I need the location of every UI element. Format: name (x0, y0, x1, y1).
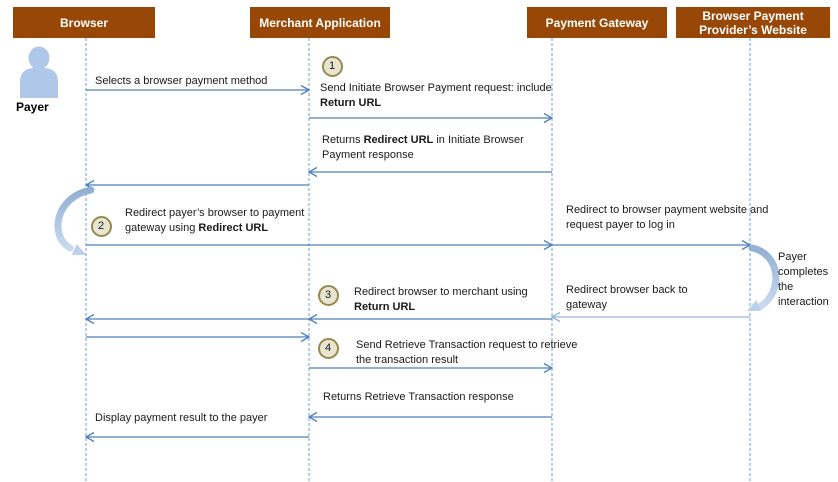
message-arrow-initiate-request (309, 112, 554, 124)
step-number: 2 (97, 220, 105, 232)
arrowhead-icon (307, 166, 318, 178)
message-label-gateway-to-merchant-browser: Redirect browser to merchant using Retur… (354, 286, 528, 313)
browser-redirect-loop-arrow (54, 186, 95, 255)
message-label-retrieve-request: Send Retrieve Transaction request to ret… (356, 339, 578, 366)
message-arrow-browser-to-gateway (86, 239, 554, 251)
message-label-select-method: Selects a browser payment method (95, 75, 268, 87)
step-badge-1: 1 (321, 55, 343, 77)
arrowhead-icon (307, 313, 318, 325)
message-arrow-retrieve-request (309, 362, 554, 374)
step-badge-2: 2 (90, 215, 112, 237)
actor-header-gateway: Payment Gateway (527, 7, 667, 38)
step-badge-4: 4 (317, 337, 339, 359)
step-number: 3 (324, 289, 332, 301)
arrowhead-icon (84, 431, 95, 443)
arrowhead-icon (307, 411, 318, 423)
payer-actor-icon (20, 46, 58, 98)
message-arrow-gateway-to-merchant-browser (84, 313, 552, 325)
payer-completes-note: Payer completes the interaction (778, 251, 829, 308)
arrowhead-icon (550, 311, 561, 323)
message-arrow-provider-to-gateway (550, 311, 750, 323)
payer-label: Payer (16, 100, 49, 114)
step-badge-3: 3 (317, 284, 339, 306)
message-arrow-display-result (84, 431, 309, 443)
actor-header-provider: Browser Payment Provider’s Website (676, 7, 830, 38)
message-label-browser-to-gateway: Redirect payer’s browser to payment gate… (125, 207, 305, 234)
actor-header-merchant: Merchant Application (250, 7, 390, 38)
arrowhead-icon (300, 84, 311, 96)
actor-header-label: Payment Gateway (545, 15, 649, 30)
actor-header-browser: Browser (13, 7, 155, 38)
message-arrow-initiate-response (307, 166, 552, 178)
message-label-provider-to-gateway: Redirect browser back to gateway (566, 284, 688, 311)
arrowhead-icon (300, 331, 311, 343)
arrowhead-icon (543, 112, 554, 124)
message-arrow-gateway-to-provider (552, 239, 752, 251)
payer-interaction-loop-arrow (747, 244, 780, 311)
message-label-retrieve-response: Returns Retrieve Transaction response (323, 391, 514, 403)
message-label-gateway-to-provider: Redirect to browser payment website and … (566, 204, 769, 231)
arrowhead-icon (84, 313, 95, 325)
message-label-initiate-response: Returns Redirect URL in Initiate Browser… (322, 134, 524, 161)
message-arrow-retrieve-response (307, 411, 552, 423)
message-label-display-result: Display payment result to the payer (95, 412, 268, 424)
message-label-initiate-request: Send Initiate Browser Payment request: i… (320, 82, 552, 109)
step-number: 1 (328, 60, 336, 72)
message-arrow-select-method (86, 84, 311, 96)
message-arrow-redirect-to-browser (84, 179, 309, 191)
actor-header-label: Browser (59, 15, 109, 30)
arrowhead-icon (741, 239, 752, 251)
message-arrow-browser-to-merchant (86, 331, 311, 343)
step-number: 4 (324, 342, 332, 354)
actor-header-label: Browser Payment Provider’s Website (699, 8, 807, 37)
actor-header-label: Merchant Application (259, 15, 381, 30)
arrowhead-icon (543, 362, 554, 374)
